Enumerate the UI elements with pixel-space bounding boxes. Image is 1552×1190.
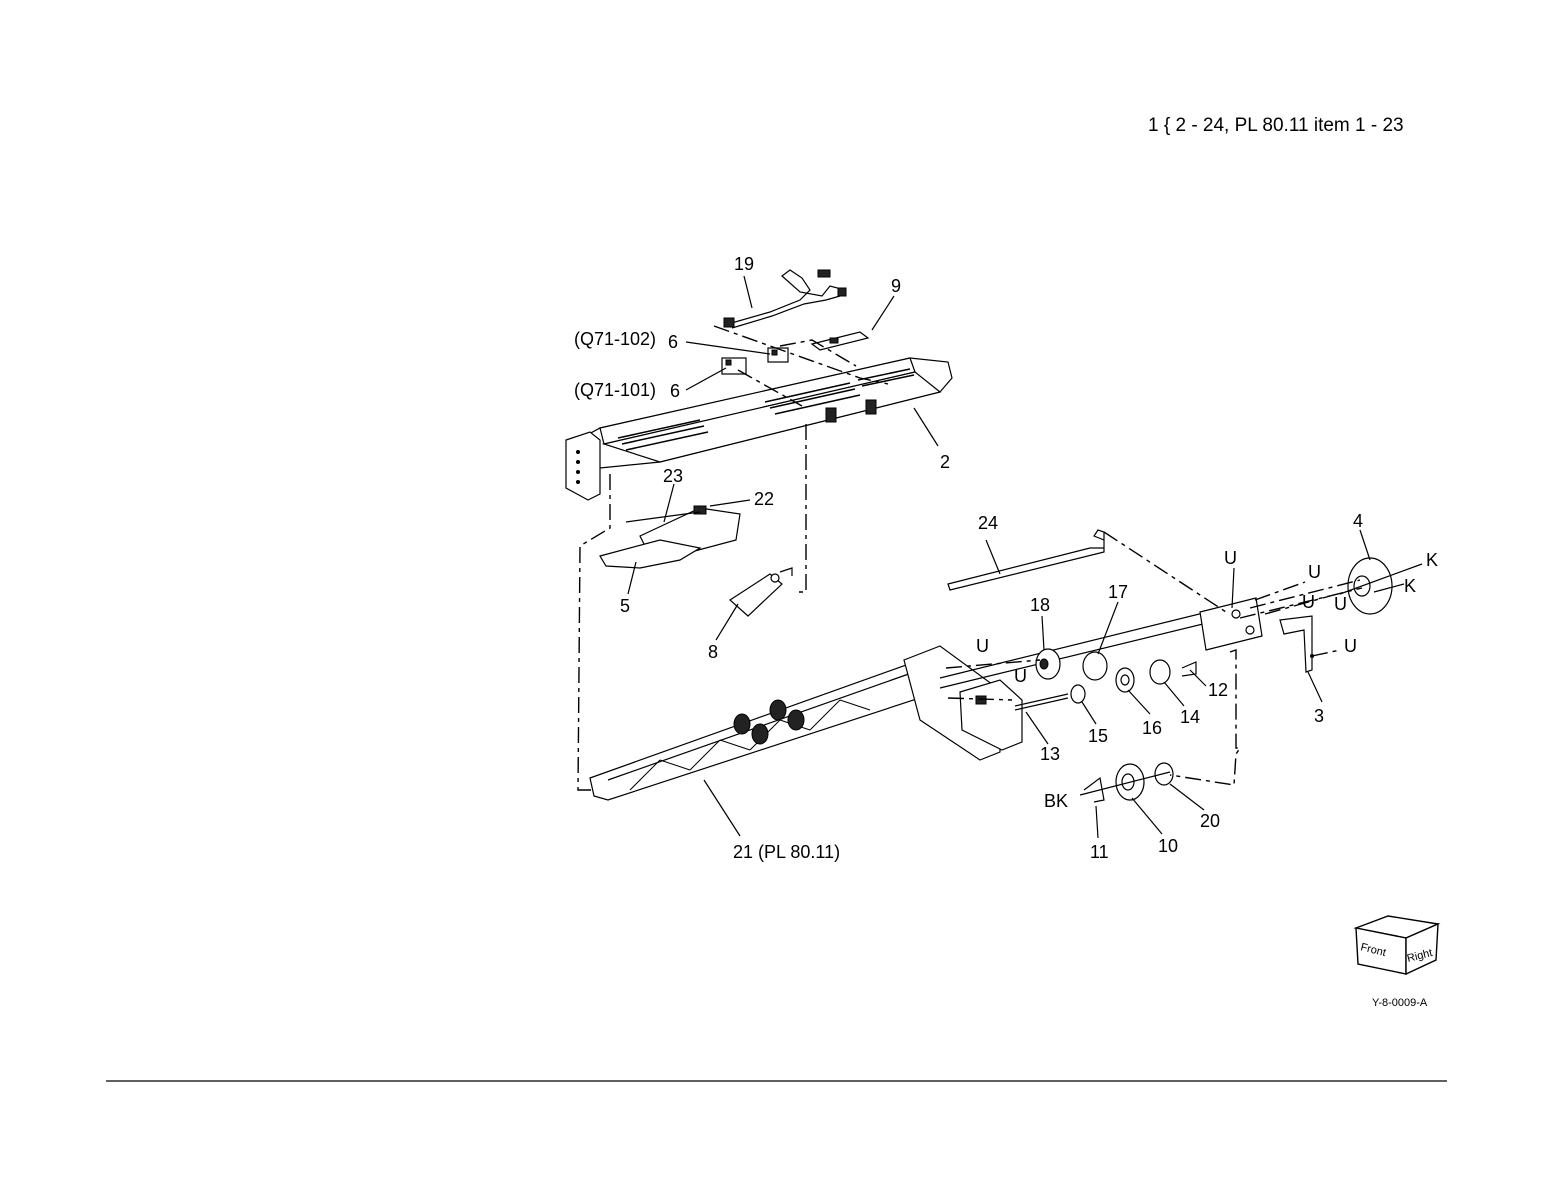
- roller-part-14: [1150, 660, 1170, 684]
- callout-4: 4: [1353, 511, 1363, 531]
- callout-u-5: U: [1344, 636, 1357, 656]
- callout-9: 9: [891, 276, 901, 296]
- callout-k-2: K: [1404, 576, 1416, 596]
- gear-part-4: [1348, 558, 1392, 614]
- callout-u-3: U: [1302, 592, 1315, 612]
- callout-19: 19: [734, 254, 754, 274]
- callout-3: 3: [1314, 706, 1324, 726]
- callout-20: 20: [1200, 811, 1220, 831]
- callout-6-lower: 6: [670, 381, 680, 401]
- callout-u-4: U: [1334, 594, 1347, 614]
- callout-13: 13: [1040, 744, 1060, 764]
- sensor-plate-part-9: [812, 332, 868, 350]
- rail-part-24: [948, 530, 1104, 590]
- callout-bk: BK: [1044, 791, 1068, 811]
- callout-q71-101: (Q71-101): [574, 380, 656, 400]
- callout-11: 11: [1090, 842, 1109, 862]
- callout-12: 12: [1208, 680, 1228, 700]
- callout-23: 23: [663, 466, 683, 486]
- callout-2: 2: [940, 452, 950, 472]
- callout-10: 10: [1158, 836, 1178, 856]
- figure-id: Y-8-0009-A: [1372, 997, 1428, 1009]
- callout-16: 16: [1142, 718, 1162, 738]
- bearing-part-16: [1116, 668, 1134, 692]
- harness-part-19: [724, 270, 846, 328]
- callout-q71-102: (Q71-102): [574, 329, 656, 349]
- roller-part-17: [1083, 652, 1107, 680]
- header-reference: 1 { 2 - 24, PL 80.11 item 1 - 23: [1148, 115, 1404, 136]
- drive-bracket-block: [904, 646, 1022, 760]
- callout-17: 17: [1108, 582, 1128, 602]
- callout-15: 15: [1088, 726, 1108, 746]
- bushing-part-15: [1071, 685, 1085, 703]
- callout-8: 8: [708, 642, 718, 662]
- callout-u-1: U: [1224, 548, 1237, 568]
- callout-22: 22: [754, 489, 774, 509]
- callout-18: 18: [1030, 595, 1050, 615]
- callout-u-6: U: [976, 636, 989, 656]
- callout-k-1: K: [1426, 550, 1438, 570]
- shaft-part-13: [1015, 694, 1068, 710]
- bracket-part-3: [1280, 616, 1314, 672]
- callout-14: 14: [1180, 707, 1200, 727]
- feeder-frame-part-21: [590, 660, 938, 800]
- orientation-cube: Front Right: [1356, 916, 1438, 974]
- sensor-q71-102: [768, 348, 788, 362]
- side-plate-right: [1200, 598, 1262, 650]
- lever-part-8: [730, 568, 792, 616]
- callout-5: 5: [620, 596, 630, 616]
- callout-6-upper: 6: [668, 332, 678, 352]
- callout-u-2: U: [1308, 562, 1321, 582]
- sensor-q71-101: [722, 358, 746, 374]
- roller-part-18: [1036, 649, 1060, 679]
- callout-24: 24: [978, 513, 998, 533]
- callout-21: 21 (PL 80.11): [733, 842, 840, 862]
- callout-u-7: U: [1014, 666, 1027, 686]
